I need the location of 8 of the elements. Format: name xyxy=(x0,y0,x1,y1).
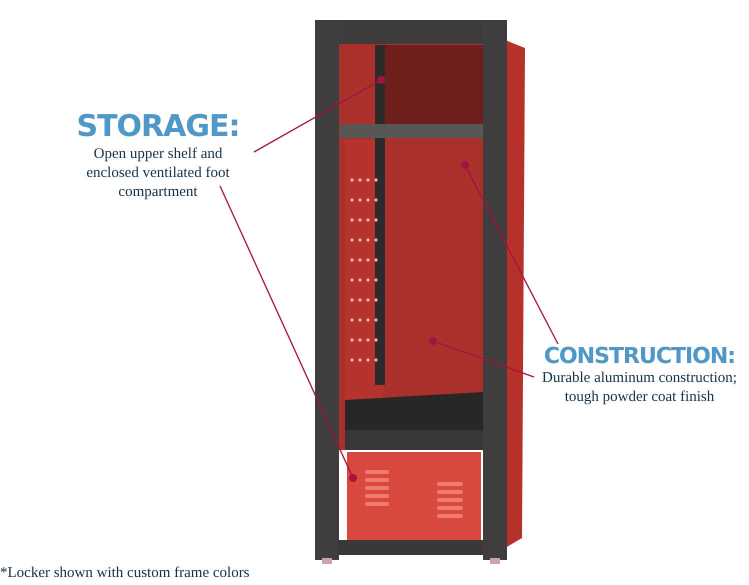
leader-line xyxy=(254,81,378,153)
footnote: *Locker shown with custom frame colors xyxy=(0,565,250,582)
callout-description: Durable aluminum construction; tough powder coat finish xyxy=(542,369,738,408)
leader-line xyxy=(219,186,352,475)
callout-heading: CONSTRUCTION: xyxy=(544,344,736,370)
callout-description: Open upper shelf and enclosed ventilated foot compartment xyxy=(85,144,231,202)
callout-heading: STORAGE: xyxy=(76,110,240,144)
leader-line xyxy=(466,168,559,344)
